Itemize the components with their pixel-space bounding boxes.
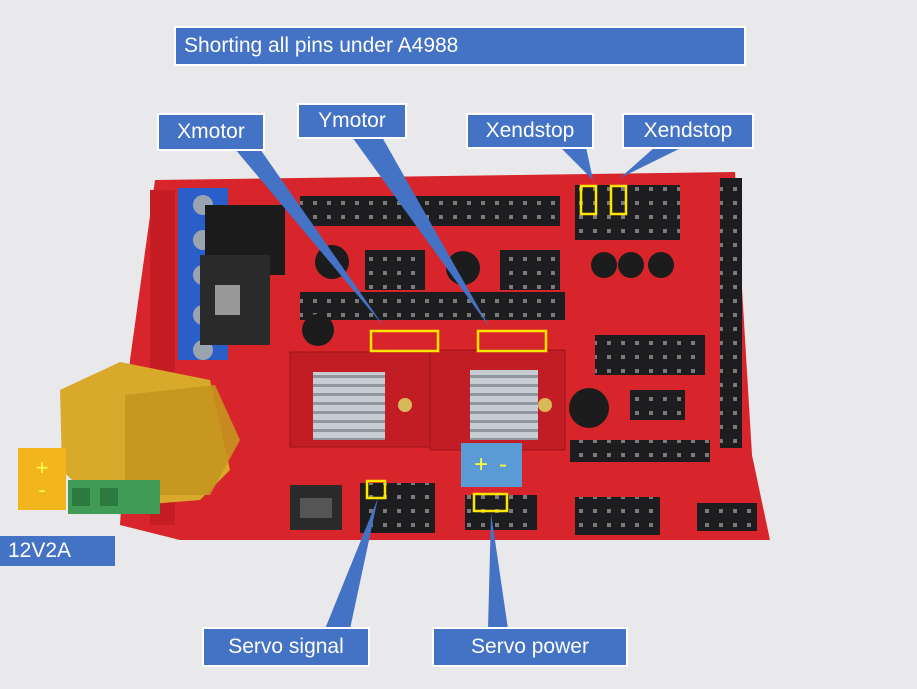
supply-plus-sign: + — [35, 455, 49, 480]
highlight-boxes — [365, 184, 628, 513]
xendstop-left-callout: Xendstop — [466, 113, 594, 149]
servo-polarity-marker: + - — [461, 443, 522, 487]
mosfets — [200, 205, 285, 345]
power-connector — [68, 480, 160, 514]
servo-signal-callout: Servo signal — [202, 627, 370, 667]
xendstop-right-callout: Xendstop — [622, 113, 754, 149]
callout-pointers — [235, 137, 683, 629]
stepper-drivers — [289, 349, 566, 451]
ymotor-callout: Ymotor — [297, 103, 407, 139]
supply-minus-sign: - — [38, 477, 46, 502]
supply-polarity-marker: + - — [18, 448, 66, 510]
polyfuse — [60, 362, 240, 508]
ymotor-pins-highlight — [476, 329, 548, 353]
reset-button — [290, 485, 342, 530]
servo-signal-highlight — [365, 479, 387, 500]
xendstop-left-highlight — [579, 184, 598, 216]
power-supply-callout: 12V2A — [0, 536, 115, 566]
servo-power-highlight — [472, 492, 509, 513]
servo-power-callout: Servo power — [432, 627, 628, 667]
xmotor-callout: Xmotor — [157, 113, 265, 151]
xendstop-right-highlight — [609, 184, 628, 216]
title-callout: Shorting all pins under A4988 — [174, 26, 746, 66]
pin-headers — [300, 178, 757, 535]
xmotor-pins-highlight — [369, 329, 440, 353]
